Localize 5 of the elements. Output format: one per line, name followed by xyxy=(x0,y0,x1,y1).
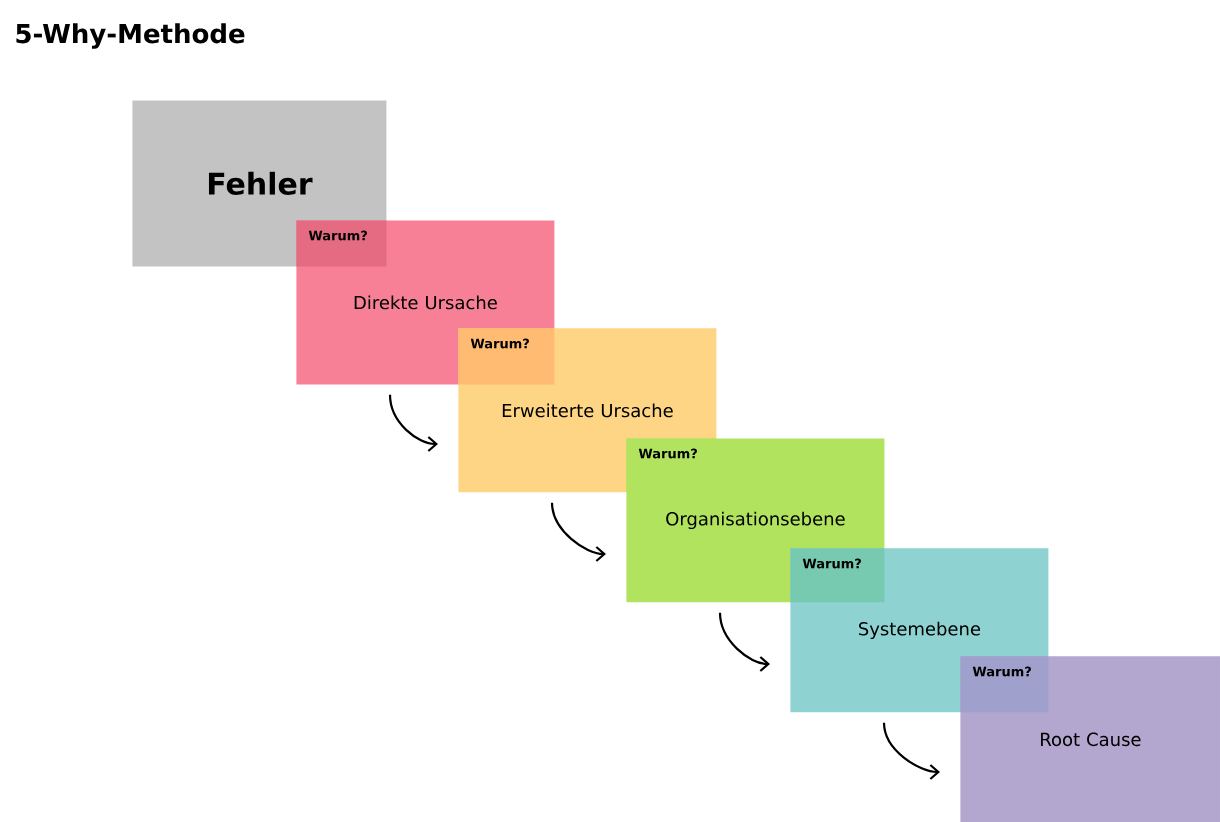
curved-arrow xyxy=(718,612,770,672)
curved-arrow xyxy=(882,722,940,780)
curved-arrow xyxy=(550,502,606,562)
curved-arrow xyxy=(388,394,438,452)
title: 5-Why-Methode xyxy=(16,23,245,49)
